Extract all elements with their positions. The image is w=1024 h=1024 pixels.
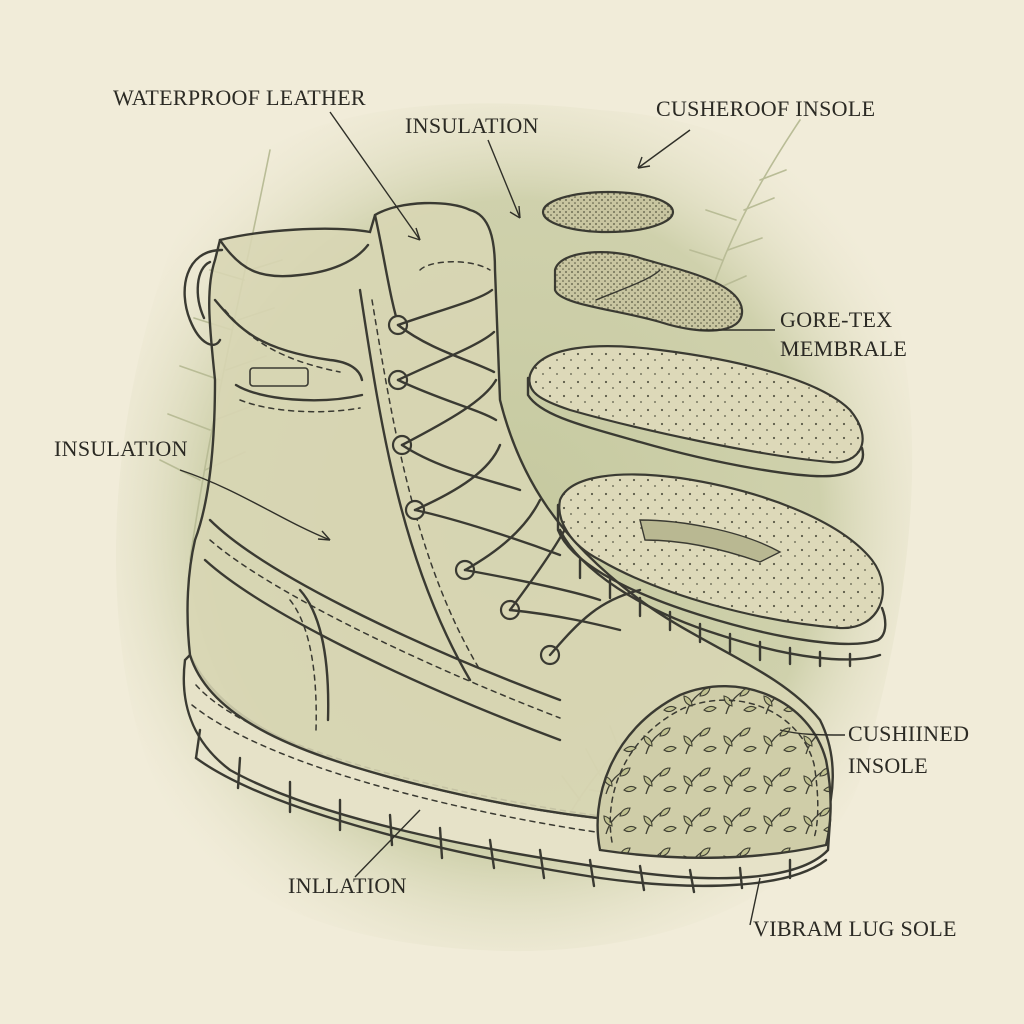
callout-lines — [179, 111, 846, 926]
layer-cusheroof-insole — [541, 190, 675, 234]
exploded-layers — [526, 190, 887, 668]
label-inllation: INLLATION — [288, 873, 407, 898]
label-cusheroof-insole: CUSHEROOF INSOLE — [656, 96, 876, 121]
toe-cap — [596, 685, 832, 859]
label-insulation-top: INSULATION — [405, 113, 539, 138]
layer-insole-with-lugs — [558, 473, 884, 630]
layer-footbed — [528, 345, 864, 464]
label-vibram-lug-sole: VIBRAM LUG SOLE — [753, 916, 957, 941]
boot-upper — [186, 201, 834, 827]
label-waterproof-leather: WATERPROOF LEATHER — [113, 85, 366, 110]
label-cushiined-line2: INSOLE — [848, 753, 929, 778]
label-gore-tex-line1: GORE-TEX — [780, 307, 893, 332]
label-cushiined-line1: CUSHIINED — [848, 721, 970, 746]
label-insulation-left: INSULATION — [54, 436, 188, 461]
label-gore-tex-line2: MEMBRALE — [780, 336, 908, 361]
layer-gore-tex-membrane — [553, 251, 744, 332]
boot — [182, 201, 834, 894]
